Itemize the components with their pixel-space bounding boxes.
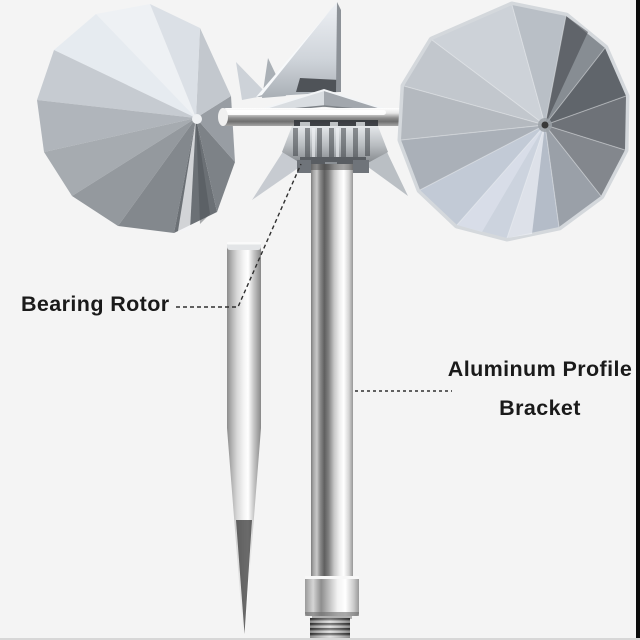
rotor-hub-icon xyxy=(282,120,388,173)
support-pole-icon xyxy=(311,164,353,580)
hub-underside-icon xyxy=(252,150,408,200)
bracket-label-line2: Bracket xyxy=(499,396,581,420)
right-wind-cup-icon xyxy=(397,1,630,242)
left-wind-cup-icon xyxy=(37,4,235,233)
threaded-connector-icon xyxy=(310,618,350,640)
bracket-label: Aluminum Profile Bracket xyxy=(440,350,640,428)
bearing-pin-spike-icon xyxy=(227,242,261,634)
mounting-arm-icon xyxy=(218,108,408,126)
top-wind-cup-icon xyxy=(236,2,341,100)
pole-coupler-icon xyxy=(305,576,359,619)
bearing-rotor-label: Bearing Rotor xyxy=(21,292,170,316)
bracket-label-line1: Aluminum Profile xyxy=(447,357,633,381)
right-edge-bar xyxy=(636,0,640,640)
bottom-edge-line xyxy=(0,638,640,640)
